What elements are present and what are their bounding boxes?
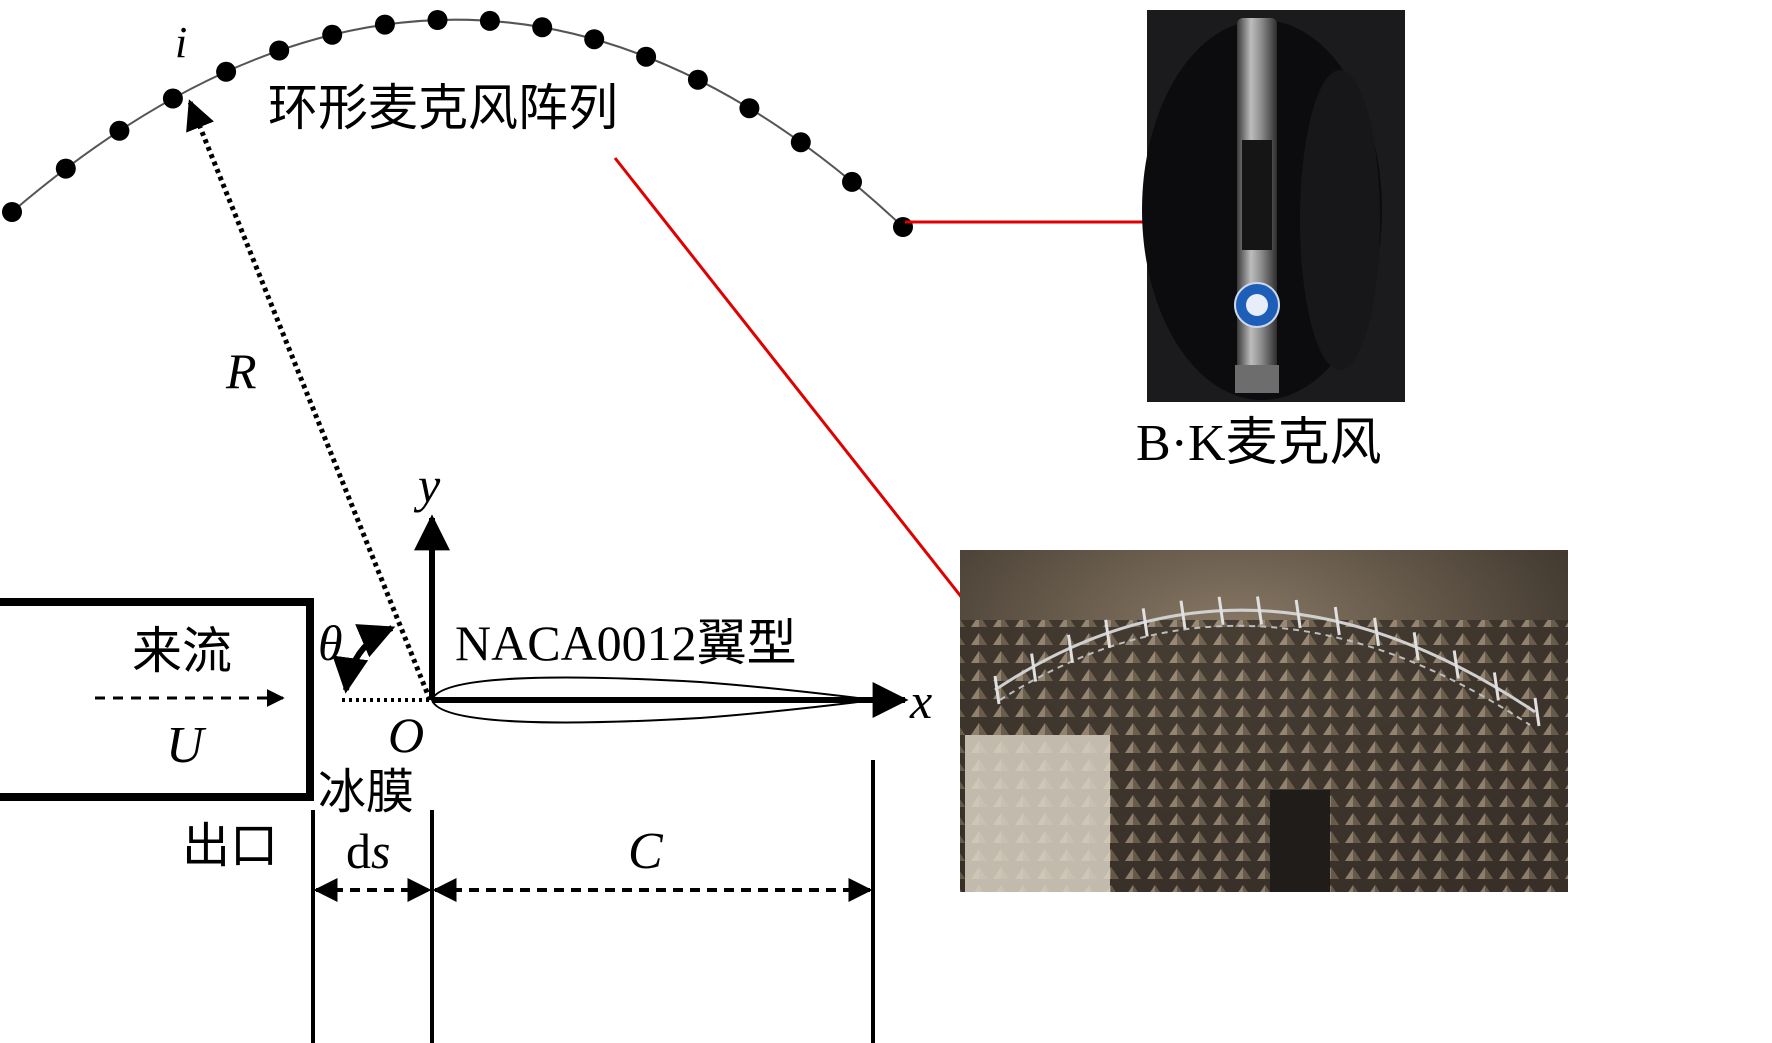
- chamber-mic-node: [1030, 653, 1038, 682]
- microphone-dot: [109, 120, 130, 141]
- ice-film-label: 冰膜: [318, 764, 414, 820]
- microphone-dot: [739, 98, 760, 119]
- airfoil-label: NACA0012翼型: [455, 615, 797, 671]
- chamber-mic-node: [1067, 634, 1074, 664]
- microphone-dot: [636, 46, 657, 67]
- anechoic-chamber-photo: [960, 550, 1568, 892]
- ds-label: ds: [346, 823, 390, 879]
- chamber-mic-node: [1294, 599, 1302, 629]
- microphone-dot: [584, 29, 605, 50]
- microphone-dot: [427, 10, 448, 30]
- microphone-dot: [687, 69, 708, 90]
- microphone-dot: [269, 40, 290, 61]
- flow-label: 来流: [132, 622, 232, 680]
- ds-s: s: [371, 823, 390, 879]
- radius-label: R: [225, 343, 257, 399]
- chamber-mic-node: [1452, 650, 1460, 679]
- chamber-mic-node: [1333, 606, 1341, 636]
- mic-index-label: i: [175, 18, 187, 67]
- microphone-dot: [532, 17, 553, 38]
- microphone-dots: [2, 10, 913, 237]
- chord-label: C: [628, 823, 664, 880]
- origin-label: O: [388, 707, 424, 763]
- chamber-mic-nodes: [993, 596, 1541, 727]
- microphone-dot: [790, 132, 811, 153]
- microphone-dot: [842, 171, 862, 192]
- chamber-mic-node: [1373, 617, 1381, 647]
- outlet-label: 出口: [182, 818, 278, 874]
- microphone-photo: [1142, 10, 1405, 402]
- y-axis-label: y: [413, 457, 441, 513]
- chamber-mic-node: [1179, 600, 1187, 629]
- microphone-dot: [55, 158, 76, 179]
- pointer-to-chamber: [613, 157, 1017, 667]
- chamber-mic-node: [1217, 596, 1225, 626]
- nozzle-outlet: [0, 598, 314, 801]
- flow-velocity-label: U: [166, 717, 207, 774]
- microphone-dot: [2, 202, 22, 222]
- chamber-mic-node: [1104, 619, 1112, 649]
- microphone-dot: [216, 61, 237, 82]
- microphone-dot: [374, 14, 395, 35]
- chamber-mic-node: [1492, 672, 1500, 701]
- microphone-dot: [479, 10, 500, 31]
- microphone-dot: [162, 88, 183, 109]
- microphone-dot: [893, 217, 913, 237]
- chamber-mic-node: [993, 675, 1001, 705]
- chamber-mic-node: [1256, 596, 1263, 625]
- ds-d: d: [346, 823, 371, 879]
- radius-line: [186, 99, 433, 701]
- chamber-mic-node: [1533, 697, 1541, 727]
- angle-arc-arrow: [332, 624, 396, 694]
- angle-label: θ: [318, 615, 343, 671]
- bk-mic-label: B·K麦克风: [1136, 415, 1382, 472]
- array-label: 环形麦克风阵列: [268, 79, 618, 137]
- chamber-mic-node: [1412, 632, 1420, 661]
- array-arc: [11, 18, 904, 228]
- x-axis-label: x: [909, 673, 932, 729]
- microphone-dot: [322, 24, 343, 45]
- chamber-mic-node: [1141, 608, 1149, 637]
